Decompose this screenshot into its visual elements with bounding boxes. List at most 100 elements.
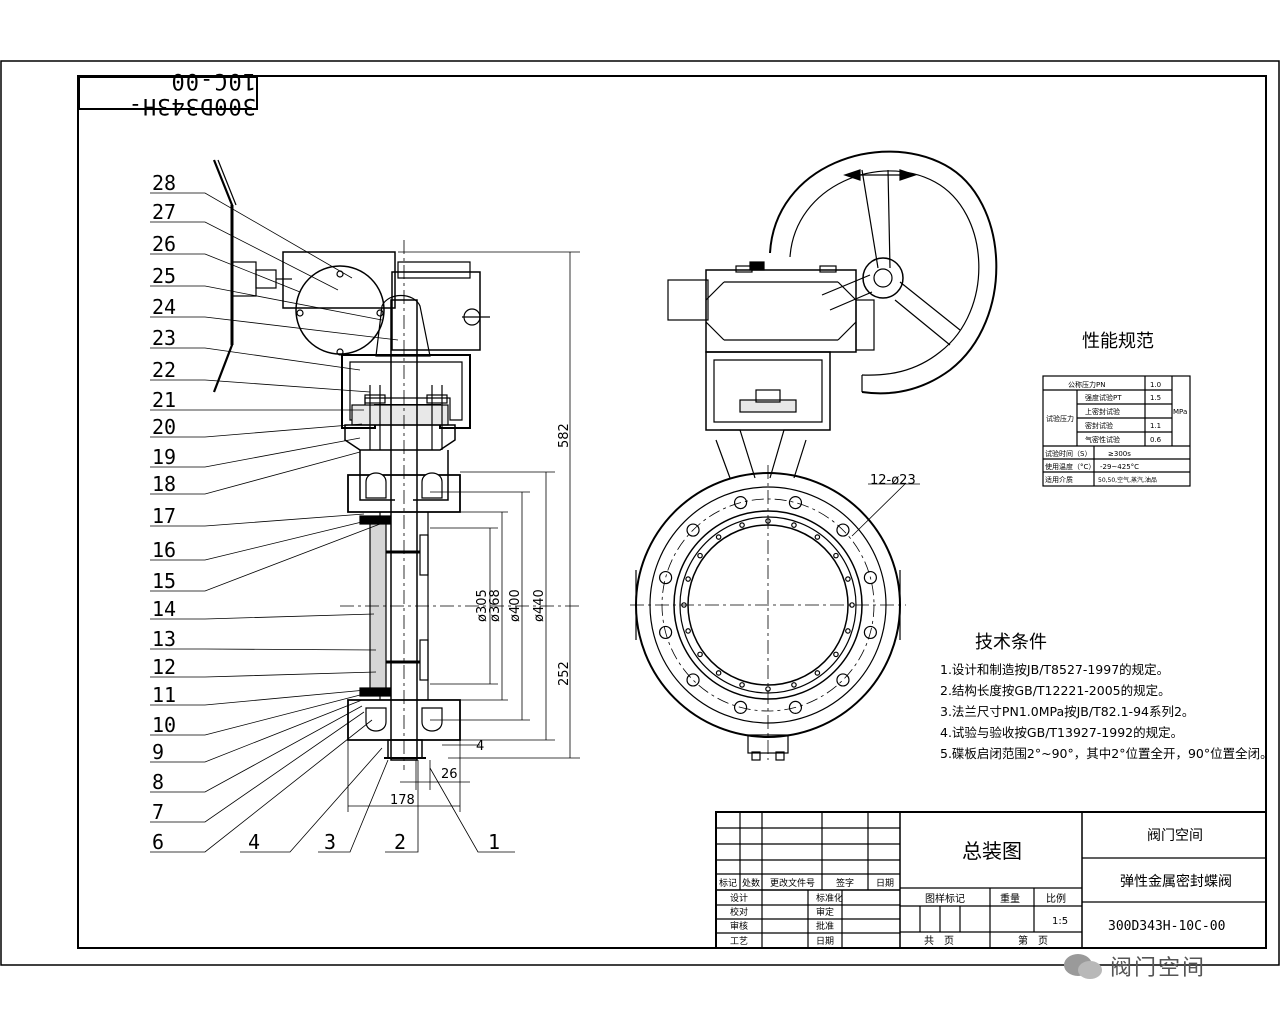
approve-label: 审定 (816, 906, 834, 918)
perf-value: 1.0 (1150, 381, 1161, 389)
dim-26: 26 (441, 767, 458, 782)
front-view (630, 150, 998, 761)
bolt-hole (836, 523, 850, 537)
drawing-code-rotated: 300D343H-10C-00 (127, 68, 256, 118)
approve-label: 标准化 (816, 892, 843, 904)
part-label: 11 (152, 683, 176, 707)
rev-header: 标记 (719, 877, 737, 889)
perf-label: 气密性试验 (1085, 435, 1120, 444)
perf-extra-value: ≥300s (1108, 450, 1131, 458)
assembly-title: 总装图 (962, 839, 1022, 863)
rev-header: 更改文件号 (770, 877, 815, 889)
perf-label: 公称压力PN (1068, 380, 1105, 389)
seat-screw (849, 602, 855, 608)
section-view (212, 159, 580, 812)
tech-item: 3.法兰尺寸PN1.0MPa按JB/T82.1-94系列2。 (940, 704, 1194, 719)
bolt-hole (863, 625, 877, 640)
part-label: 25 (152, 264, 176, 288)
weight-label: 重量 (1000, 892, 1020, 905)
part-label: 14 (152, 597, 176, 621)
sign-label: 工艺 (730, 936, 748, 947)
dim-d440: ø440 (532, 589, 547, 622)
perf-value: 1.1 (1150, 422, 1161, 430)
dim-4: 4 (476, 739, 484, 754)
sheets-label: 共 页 (924, 935, 954, 947)
part-label: 6 (152, 830, 164, 854)
scale-value: 1:5 (1052, 916, 1068, 927)
seat-screw (765, 518, 771, 524)
gearbox (282, 251, 396, 309)
rev-header: 处数 (742, 877, 760, 889)
part-label: 19 (152, 445, 176, 469)
seat-screw (739, 682, 745, 688)
perf-extra-label: 适用介质 (1045, 475, 1073, 484)
tech-item: 4.试验与验收按GB/T13927-1992的规定。 (940, 725, 1183, 740)
part-label: 20 (152, 415, 176, 439)
bolt-hole (659, 625, 673, 640)
perf-label: 密封试验 (1085, 421, 1113, 430)
seat-screw (814, 534, 821, 540)
part-label: 24 (152, 295, 176, 319)
seat-screw (845, 628, 851, 634)
approve-label: 日期 (816, 936, 834, 947)
seat-screw (715, 670, 722, 676)
tech-item: 1.设计和制造按JB/T8527-1997的规定。 (940, 662, 1169, 677)
leader-lines (150, 192, 515, 853)
rev-header: 日期 (876, 878, 894, 889)
dim-d400: ø400 (508, 589, 523, 622)
part-label: 9 (152, 740, 164, 764)
part-label: 17 (152, 504, 176, 528)
tech-title: 技术条件 (975, 632, 1047, 653)
part-label: 18 (152, 472, 176, 496)
title-block (715, 811, 1267, 949)
seat-screw (791, 522, 797, 528)
seat-screw (833, 651, 839, 658)
seat-screw (697, 651, 703, 658)
perf-value: 0.6 (1150, 436, 1162, 444)
perf-group-label: 试验压力 (1046, 414, 1074, 423)
dim-holes: 12-ø23 (870, 473, 916, 488)
drawing-code: 300D343H-10C-00 (1108, 919, 1225, 934)
part-label: 12 (152, 655, 176, 679)
seat-screw (791, 682, 797, 688)
scale-label: 比例 (1046, 892, 1066, 905)
part-label: 3 (324, 830, 336, 854)
dim-d305: ø305 (475, 589, 490, 622)
bolt-hole (733, 700, 748, 714)
part-label: 2 (394, 830, 406, 854)
outer-border (0, 60, 1280, 966)
approve-label: 批准 (816, 920, 834, 932)
valve-name: 弹性金属密封蝶阀 (1120, 873, 1232, 890)
title-block-text: 总装图 阀门空间 弹性金属密封蝶阀 300D343H-10C-00 标记 处数 … (719, 828, 1232, 947)
perf-unit: MPa (1173, 408, 1187, 416)
seat-screw (739, 522, 745, 528)
dim-582: 582 (557, 423, 572, 448)
part-label: 8 (152, 770, 164, 794)
part-label: 26 (152, 232, 176, 256)
part-label: 16 (152, 538, 176, 562)
company-name: 阀门空间 (1147, 828, 1203, 844)
sign-label: 设计 (730, 892, 748, 904)
sign-label: 校对 (730, 906, 748, 918)
part-label: 22 (152, 358, 176, 382)
seat-screw (814, 670, 821, 676)
bolt-hole (659, 570, 673, 585)
part-label: 23 (152, 326, 176, 350)
part-number-labels: 28 27 26 25 24 23 22 21 20 19 18 17 16 1… (152, 171, 500, 854)
perf-value: 1.5 (1150, 394, 1161, 402)
tech-item: 2.结构长度按GB/T12221-2005的规定。 (940, 683, 1171, 698)
bolt-hole (836, 673, 850, 687)
dim-d368: ø368 (488, 589, 503, 622)
part-label: 4 (248, 830, 260, 854)
tech-item: 5.碟板启闭范围2°~90°，其中2°位置全开，90°位置全闭。 (940, 746, 1273, 761)
perf-extra-label: 试验时间（S） (1045, 449, 1091, 458)
perf-label: 上密封试验 (1085, 407, 1120, 416)
dimension-labels: 582 252 ø440 ø400 ø368 ø305 178 26 4 12-… (390, 423, 916, 808)
handwheel-hub (231, 261, 257, 297)
handwheel-rim (212, 159, 234, 393)
performance-text: 性能规范 公称压力PN 1.0 强度试验PT 1.5 上密封试验 密封试验 1.… (1045, 331, 1187, 484)
inner-border (77, 75, 1267, 949)
bolt-hole (686, 523, 700, 537)
sign-label: 审核 (730, 920, 748, 932)
